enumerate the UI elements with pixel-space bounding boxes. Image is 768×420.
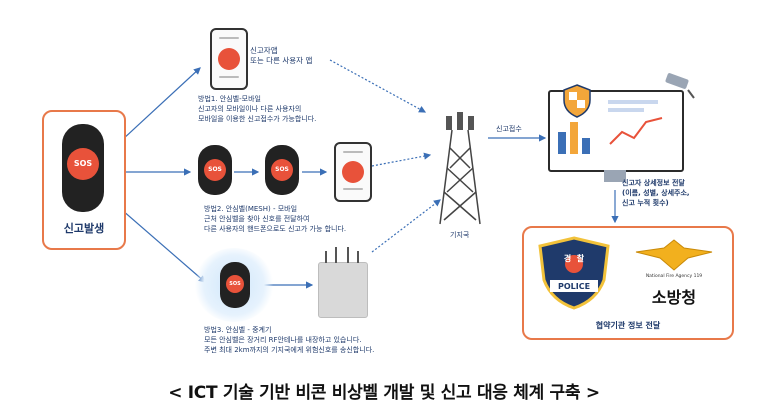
diagram-caption: < ICT 기술 기반 비콘 비상벨 개발 및 신고 대응 체계 구축 > bbox=[168, 383, 600, 403]
fire-agency-label: 소방청 bbox=[651, 288, 697, 307]
method1-phone-caption: 신고자앱 또는 다른 사용자 앱 bbox=[250, 46, 313, 65]
source-box: SOS 신고발생 bbox=[42, 110, 126, 250]
method1-text: 방법1. 안심벨-모바일 신고자의 모바일이나 다른 사용자의 모바일을 이용한… bbox=[198, 95, 317, 123]
fire-agency-emblem-icon bbox=[635, 239, 713, 271]
monitor-stand bbox=[604, 170, 626, 182]
relay-unit bbox=[318, 247, 368, 318]
method1-phone bbox=[210, 28, 248, 90]
phone2-sos-button bbox=[342, 161, 364, 183]
tower-icon bbox=[439, 112, 481, 225]
arrow-to-method3 bbox=[121, 209, 206, 283]
relay-sos-device: SOS bbox=[220, 262, 250, 308]
security-shield-icon bbox=[563, 84, 591, 118]
mesh-sos-button-2: SOS bbox=[271, 159, 293, 181]
app-sos-button bbox=[218, 48, 240, 70]
tower-label: 기지국 bbox=[450, 231, 470, 239]
police-korean-label: 경 찰 bbox=[563, 254, 585, 263]
arrow-relay-tower bbox=[371, 199, 441, 253]
mesh-device-2: SOS bbox=[265, 145, 299, 195]
police-text: POLICE bbox=[557, 282, 591, 291]
mesh-sos-button-1: SOS bbox=[204, 159, 226, 181]
mesh-device-1: SOS bbox=[198, 145, 232, 195]
agencies-title: 협약기관 정보 전달 bbox=[595, 321, 661, 330]
cctv-camera-icon bbox=[665, 73, 695, 99]
method2-phone bbox=[334, 142, 372, 202]
fire-agency-small-text: National Fire Agency 119 bbox=[645, 274, 703, 279]
arrow-to-method1 bbox=[121, 67, 201, 141]
report-label: 신고접수 bbox=[496, 125, 522, 133]
sos-device[interactable]: SOS bbox=[62, 124, 104, 212]
detail-text: 신고자 상세정보 전달 (이름, 성별, 상세주소, 신고 누적 횟수) bbox=[622, 179, 690, 207]
police-emblem-icon bbox=[538, 236, 610, 310]
arrow-phone1-tower bbox=[329, 59, 427, 113]
arrow-phone2-tower bbox=[371, 152, 432, 167]
agencies-box: 경 찰 POLICE National Fire Agency 119 소방청 … bbox=[522, 226, 734, 340]
dashboard-graphic bbox=[558, 100, 663, 154]
sos-button[interactable]: SOS bbox=[67, 148, 99, 180]
method3-text: 방법3. 안심벨 - 중계기 모든 안심벨은 장거리 RF안테나를 내장하고 있… bbox=[204, 326, 375, 354]
method2-text: 방법2. 안심벨(MESH) - 모바일 근처 안심벨을 찾아 신호를 전달하여… bbox=[204, 205, 347, 233]
relay-sos-button: SOS bbox=[226, 275, 244, 293]
source-title: 신고발생 bbox=[63, 222, 105, 235]
